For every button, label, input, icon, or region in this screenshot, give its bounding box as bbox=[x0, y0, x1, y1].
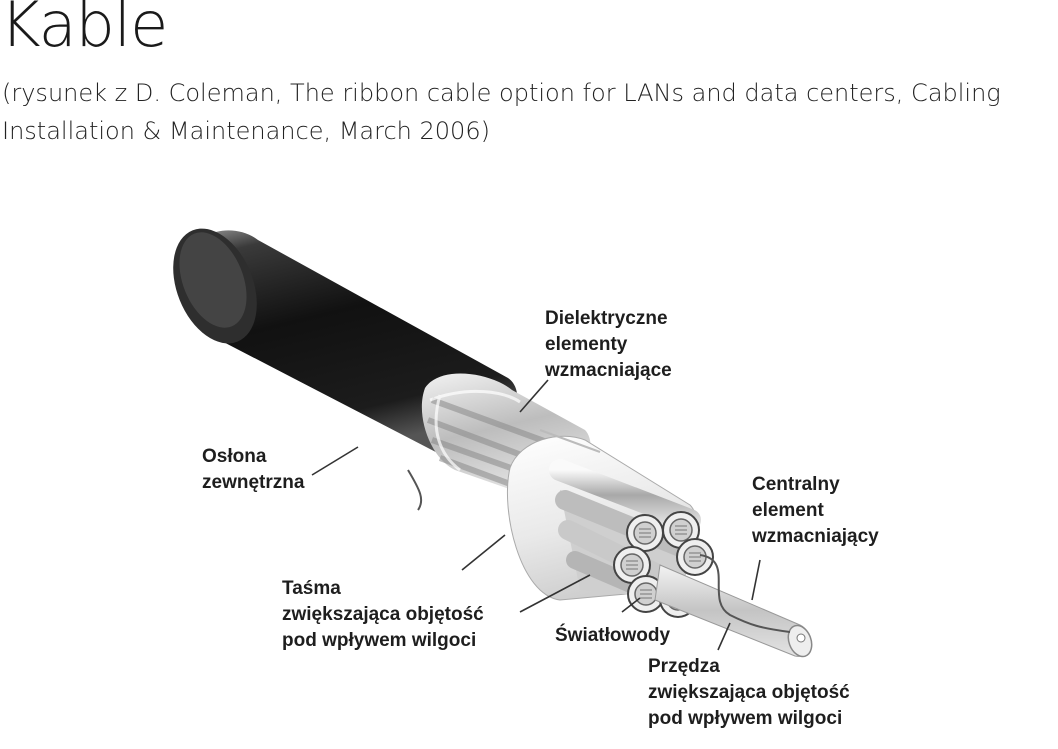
leader-dielectric bbox=[519, 379, 549, 413]
citation-line-1: (rysunek z D. Coleman, The ribbon cable … bbox=[2, 79, 1001, 107]
leader-sheath bbox=[311, 446, 359, 476]
water-swellable-yarn bbox=[699, 554, 791, 633]
fiber-end-3 bbox=[613, 546, 651, 584]
fiber-end-1 bbox=[626, 514, 664, 552]
label-central-strength-member: Centralny element wzmacniający bbox=[751, 474, 879, 547]
label-water-swellable-yarn: Przędza zwiększająca objętość pod wpływe… bbox=[648, 656, 855, 729]
leader-central bbox=[751, 559, 761, 601]
label-dielectric-strength-members: Dielektryczne elementy wzmacniające bbox=[544, 308, 673, 381]
central-strength-member bbox=[654, 564, 813, 658]
citation-line-2: Installation & Maintenance, March 2006) bbox=[2, 117, 490, 145]
leader-fibers bbox=[621, 597, 641, 613]
leader-lines bbox=[311, 379, 761, 651]
slide-title: Kable bbox=[0, 0, 168, 61]
citation: (rysunek z D. Coleman, The ribbon cable … bbox=[2, 74, 1058, 150]
fiber-end-4 bbox=[676, 538, 714, 576]
leader-tape bbox=[461, 534, 506, 571]
label-optical-fibers: Światłowody bbox=[555, 624, 671, 646]
ripcord-thread bbox=[407, 469, 423, 511]
label-water-swellable-tape: Taśma zwiększająca objętość pod wpływem … bbox=[282, 578, 489, 651]
leader-tape-2 bbox=[519, 574, 591, 613]
leader-yarn bbox=[717, 622, 731, 651]
label-outer-sheath: Osłona zewnętrzna bbox=[202, 446, 305, 493]
